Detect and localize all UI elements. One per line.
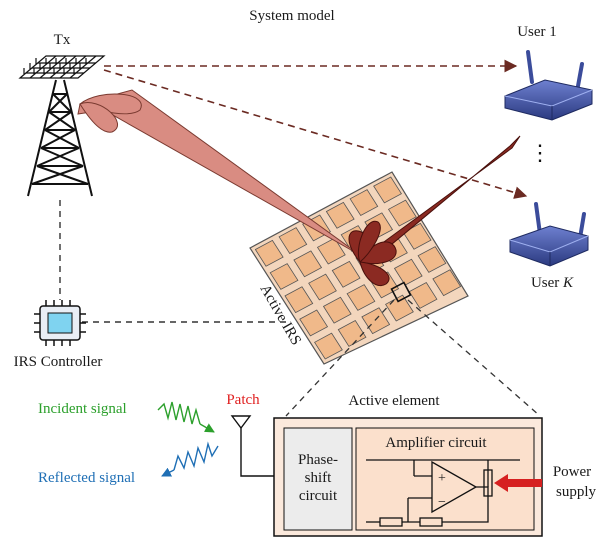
reflected-signal-label: Reflected signal [38, 470, 135, 486]
selected-element-marker [390, 281, 412, 303]
reflected-beam [348, 135, 521, 286]
router-icon [504, 50, 593, 121]
irs-element-cell [393, 258, 423, 286]
opamp-plus: + [438, 471, 446, 486]
irs-element-cell [373, 176, 402, 204]
irs-element-cell [316, 237, 346, 265]
patch-label: Patch [226, 392, 260, 408]
irs-element-cell [325, 201, 355, 229]
opamp-minus: − [438, 495, 446, 510]
active-element-title: Active element [348, 393, 440, 409]
tx-beam [77, 89, 361, 256]
users-ellipsis: ⋮ [529, 140, 551, 165]
opamp-icon [366, 459, 520, 527]
zoom-line-right [407, 299, 541, 417]
diagram-title: System model [249, 8, 334, 24]
irs-element-cell [269, 263, 299, 290]
irs-element-cell [284, 286, 314, 314]
irs-element-cell [299, 309, 329, 337]
irs-element-cell [314, 332, 343, 360]
power-label-2: supply [556, 484, 597, 500]
irs-element-cell [308, 273, 337, 301]
irs-controller-label: IRS Controller [14, 354, 103, 370]
power-label-1: Power [553, 464, 591, 480]
tower-icon [27, 79, 93, 197]
irs-element-cell [278, 227, 308, 255]
irs-element-cell [346, 284, 376, 311]
irs-element-cell [402, 222, 432, 250]
irs-element-cell [408, 281, 438, 309]
incident-signal-label: Incident signal [38, 401, 127, 417]
tx-to-userk-link [103, 69, 528, 199]
irs-element-cell [349, 189, 379, 217]
irs-element-cell [254, 239, 284, 267]
irs-element-cell [293, 250, 323, 278]
irs-element-cell [387, 199, 417, 227]
userk-label: User K [531, 275, 574, 291]
reflected-wave [173, 441, 219, 471]
power-arrow [494, 474, 542, 492]
phase-shift-box [283, 427, 353, 531]
zoom-line-left [285, 299, 395, 417]
irs-element-cell [322, 296, 352, 324]
reflected-arrow [161, 467, 175, 477]
router-icon [509, 202, 589, 267]
phase-shift-label-2: shift [305, 470, 333, 486]
tx-label: Tx [54, 32, 71, 48]
chip-icon [34, 300, 86, 346]
phase-shift-label-3: circuit [299, 488, 338, 504]
amplifier-label: Amplifier circuit [385, 435, 487, 451]
irs-element-cell [337, 319, 367, 347]
antenna-array-icon [18, 55, 106, 79]
incident-arrow [199, 423, 215, 433]
user1-label: User 1 [517, 24, 557, 40]
phase-shift-label-1: Phase- [298, 452, 338, 468]
irs-element-cell [432, 269, 462, 297]
irs-element-cell [331, 260, 361, 288]
irs-element-cell [417, 246, 447, 273]
incident-wave [157, 401, 201, 425]
